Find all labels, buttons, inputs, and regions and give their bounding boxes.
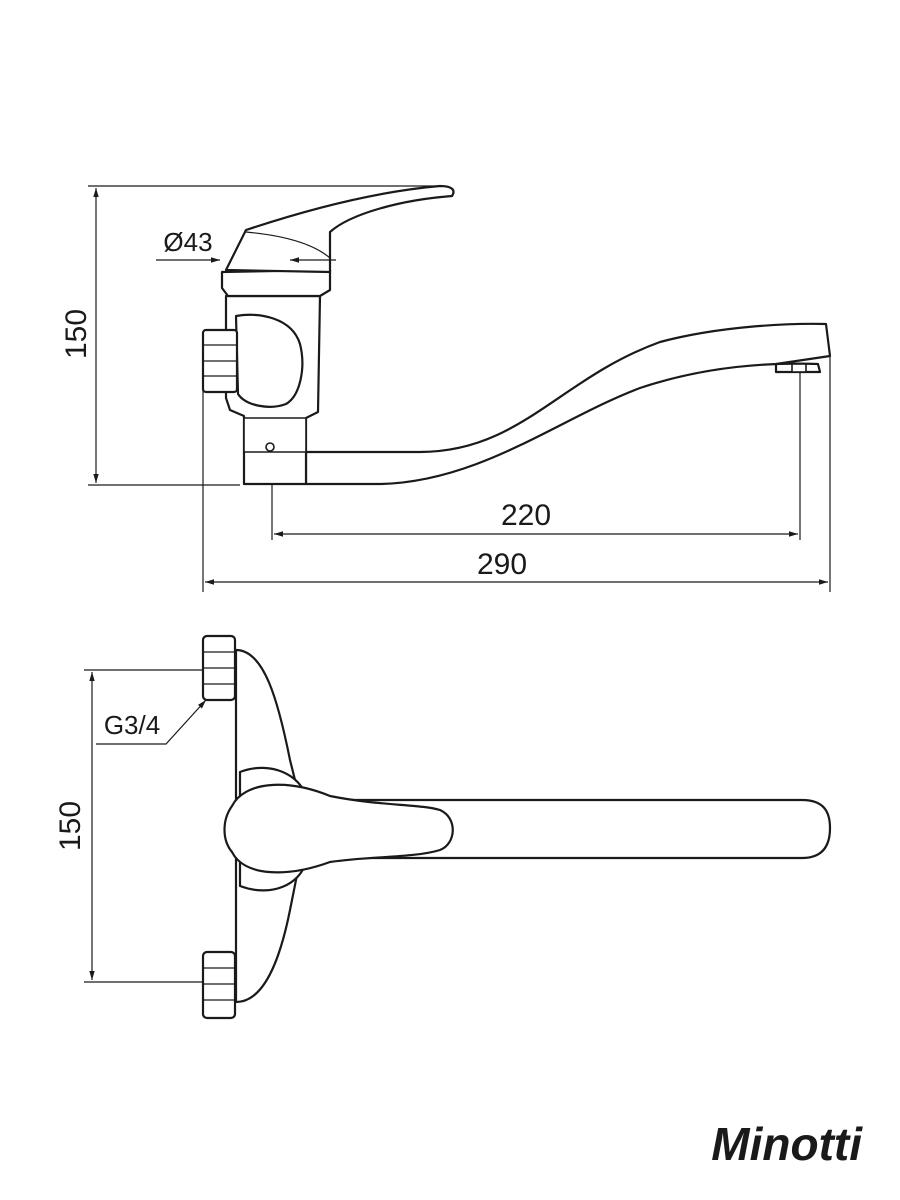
overall-length-label: 290	[477, 548, 527, 581]
dimension-overall-length: 290	[205, 548, 828, 585]
inlet-nut	[201, 328, 239, 394]
dimension-height-side: 150	[60, 188, 99, 483]
dimension-diameter: Ø43	[156, 227, 336, 263]
spout-reach-label: 220	[501, 499, 551, 532]
lever-top	[223, 783, 454, 874]
dimension-height-top: 150	[54, 672, 95, 980]
height-label-side: 150	[60, 309, 93, 359]
upper-nut	[201, 634, 237, 702]
spout	[304, 322, 832, 486]
brand-logo: Minotti	[711, 1118, 863, 1170]
aerator	[791, 363, 807, 373]
cartridge-cap	[220, 268, 332, 298]
thread-callout: G3/4	[96, 699, 207, 745]
diameter-label: Ø43	[163, 227, 212, 257]
body-lower-block	[243, 417, 307, 453]
dimension-spout-reach: 220	[274, 499, 798, 537]
height-label-top: 150	[54, 801, 87, 851]
set-screw	[265, 442, 275, 452]
lower-nut	[201, 950, 237, 1020]
lever-handle	[224, 184, 455, 274]
top-view: 150 G3/4	[54, 634, 832, 1020]
thread-label: G3/4	[104, 710, 160, 740]
side-view: 150 Ø43 220 290	[60, 184, 832, 592]
body-recess	[234, 313, 304, 408]
